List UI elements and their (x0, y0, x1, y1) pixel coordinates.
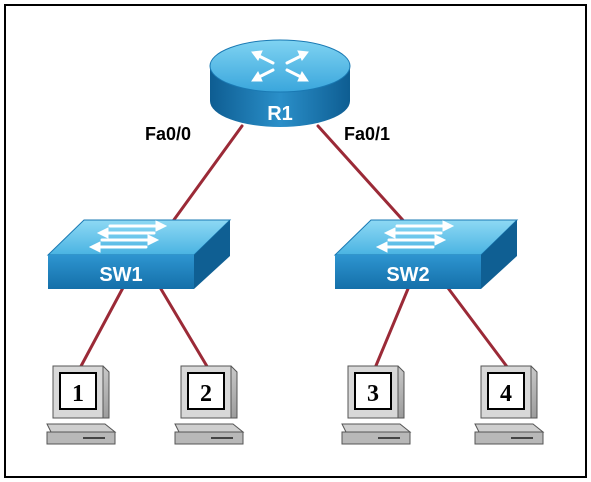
link-r1-sw2 (316, 124, 412, 230)
pc-1: 1 (46, 365, 117, 445)
router-label: R1 (267, 103, 293, 125)
switch-label-sw2: SW2 (386, 264, 429, 286)
pc-label: 1 (72, 381, 84, 407)
pc-label: 3 (367, 381, 379, 407)
links (78, 124, 510, 370)
router-icon (209, 39, 351, 127)
pc-4: 4 (474, 365, 545, 445)
pc-icon (46, 365, 117, 445)
link-sw1-pc2 (156, 282, 210, 370)
port-label-fa0-0: Fa0/0 (145, 124, 191, 144)
link-sw2-pc3 (373, 282, 412, 370)
pc-label: 2 (200, 381, 212, 407)
pc-icon (174, 365, 245, 445)
switch-icon (333, 219, 519, 289)
pc-icon (341, 365, 412, 445)
switch-sw1: SW1 (46, 219, 232, 289)
pc-icon (474, 365, 545, 445)
pc-label: 4 (500, 381, 512, 407)
link-sw2-pc4 (443, 282, 510, 370)
link-r1-sw1 (166, 124, 244, 230)
switch-sw2: SW2 (333, 219, 519, 289)
switch-icon (46, 219, 232, 289)
pc-3: 3 (341, 365, 412, 445)
router-r1: R1 (209, 39, 351, 127)
pcs: 1 2 3 4 (46, 365, 545, 445)
link-sw1-pc1 (78, 282, 127, 370)
port-label-fa0-1: Fa0/1 (344, 124, 390, 144)
pc-2: 2 (174, 365, 245, 445)
switch-label-sw1: SW1 (99, 264, 142, 286)
